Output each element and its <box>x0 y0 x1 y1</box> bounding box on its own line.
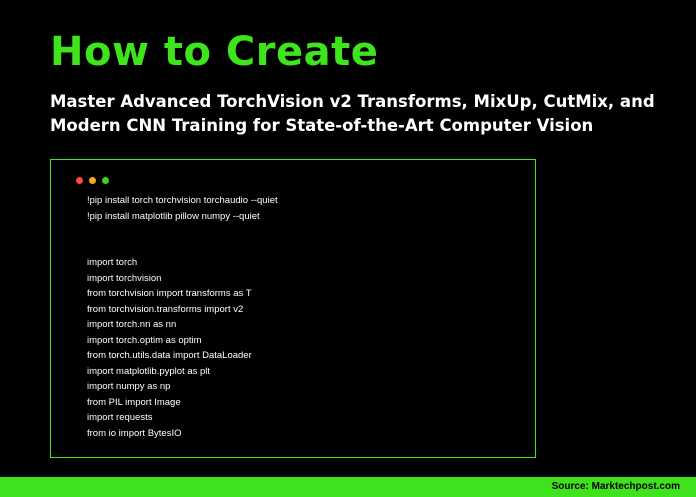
code-line: import numpy as np <box>87 381 171 392</box>
code-line: from PIL import Image <box>87 396 181 408</box>
code-line: from io import BytesIO <box>87 427 182 439</box>
code-line: import torch <box>87 257 138 268</box>
footer-bar: Source: Marktechpost.com <box>0 477 696 497</box>
code-line: import requests <box>87 412 153 423</box>
page-title: How to Create <box>50 29 379 75</box>
code-blank-gap <box>87 224 278 255</box>
subtitle-line-2: Modern CNN Training for State-of-the-Art… <box>50 116 594 135</box>
code-line: import torch.optim as optim <box>87 334 202 346</box>
code-line: from torchvision.transforms import v2 <box>87 303 244 315</box>
window-controls <box>76 177 109 184</box>
code-line: import torchvision <box>87 272 162 284</box>
code-line: import torch.nn as nn <box>87 319 177 330</box>
source-credit: Source: Marktechpost.com <box>551 481 680 492</box>
page-subtitle: Master Advanced TorchVision v2 Transform… <box>50 90 670 138</box>
code-line: !pip install torch torchvision torchaudi… <box>87 195 278 206</box>
code-block: !pip install torch torchvision torchaudi… <box>87 193 278 441</box>
code-line: from torch.utils.data import DataLoader <box>87 350 252 361</box>
code-line: import matplotlib.pyplot as plt <box>87 365 211 377</box>
maximize-dot-icon <box>102 177 109 184</box>
code-window: !pip install torch torchvision torchaudi… <box>50 159 536 458</box>
minimize-dot-icon <box>89 177 96 184</box>
code-line: !pip install matplotlib pillow numpy --q… <box>87 210 260 222</box>
close-dot-icon <box>76 177 83 184</box>
subtitle-line-1: Master Advanced TorchVision v2 Transform… <box>50 92 655 111</box>
code-line: from torchvision import transforms as T <box>87 288 252 299</box>
